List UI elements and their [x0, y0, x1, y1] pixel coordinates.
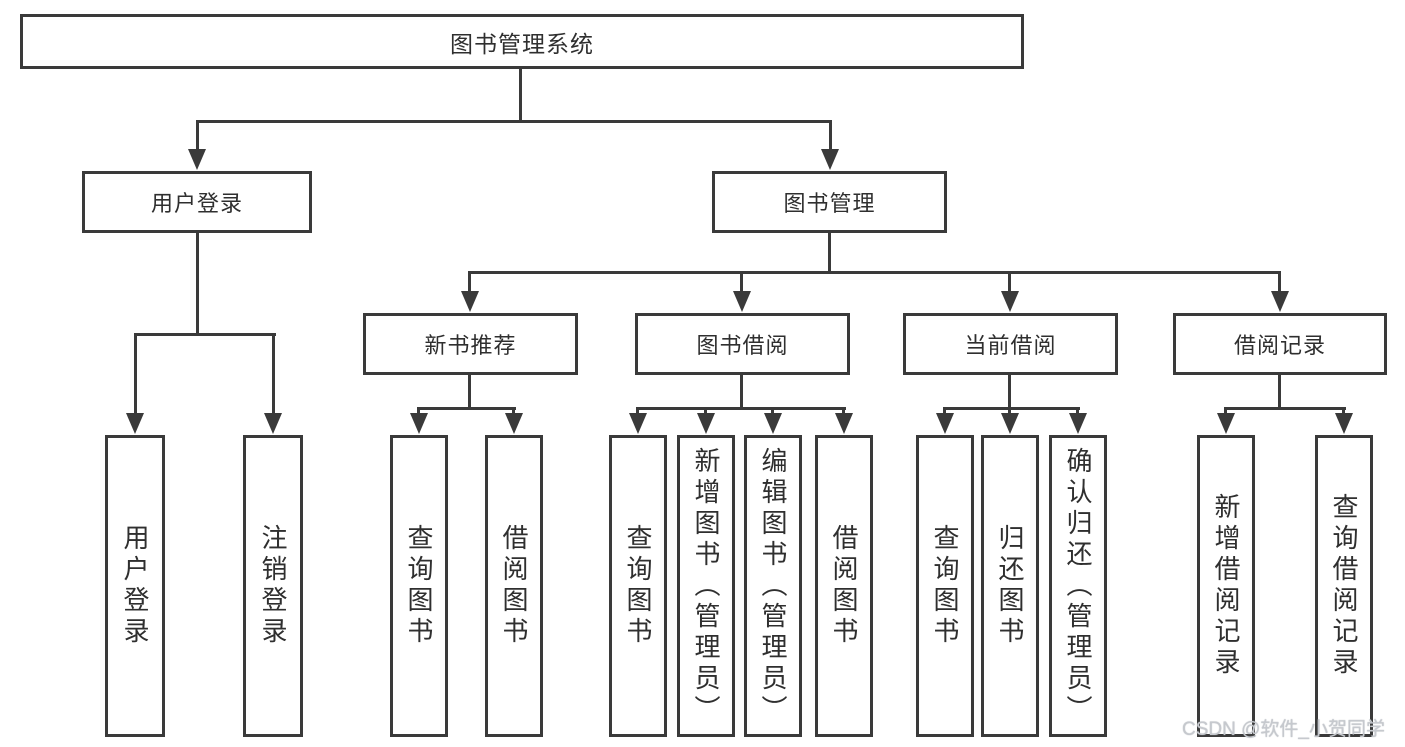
arrowhead-icon: [697, 413, 715, 434]
leaf-edit-books-admin: 编辑图书（管理员）: [744, 435, 802, 737]
arrowhead-icon: [410, 413, 428, 434]
arrowhead-icon: [264, 413, 282, 434]
connector-line: [468, 271, 1281, 274]
connector-line: [1008, 409, 1011, 414]
arrowhead-icon: [126, 413, 144, 434]
leaf-confirm-return-admin: 确认归还（管理员）: [1049, 435, 1107, 737]
connector-line: [196, 233, 199, 336]
arrowhead-icon: [936, 413, 954, 434]
connector-line: [468, 375, 471, 410]
connector-line: [1224, 409, 1227, 414]
leaf-borrow-books-borrowing: 借阅图书: [815, 435, 873, 737]
connector-line: [828, 233, 831, 274]
connector-line: [1008, 375, 1011, 410]
connector-line: [196, 120, 832, 123]
connector-line: [740, 273, 743, 292]
connector-line: [512, 409, 515, 414]
connector-line: [1224, 407, 1346, 410]
arrowhead-icon: [1271, 291, 1289, 312]
arrowhead-icon: [505, 413, 523, 434]
csdn-watermark: CSDN @软件_小贺同学: [1182, 719, 1385, 740]
connector-line: [704, 409, 707, 414]
connector-line: [1278, 273, 1281, 292]
connector-line: [771, 409, 774, 414]
leaf-logout: 注销登录: [243, 435, 303, 737]
node-user-login: 用户登录: [82, 171, 312, 233]
connector-line: [943, 407, 1080, 410]
connector-line: [468, 273, 471, 292]
arrowhead-icon: [188, 149, 206, 170]
leaf-query-books-recommend: 查询图书: [390, 435, 448, 737]
leaf-add-books-admin: 新增图书（管理员）: [677, 435, 735, 737]
connector-line: [1008, 273, 1011, 292]
connector-line: [134, 333, 276, 336]
node-borrowing-records: 借阅记录: [1173, 313, 1387, 375]
connector-line: [1278, 375, 1281, 410]
connector-line: [134, 335, 137, 414]
arrowhead-icon: [1069, 413, 1087, 434]
connector-line: [943, 409, 946, 414]
leaf-query-books-borrowing: 查询图书: [609, 435, 667, 737]
connector-line: [1076, 409, 1079, 414]
connector-line: [740, 375, 743, 410]
node-book-management: 图书管理: [712, 171, 947, 233]
connector-line: [519, 68, 522, 123]
node-new-book-recommendation: 新书推荐: [363, 313, 578, 375]
arrowhead-icon: [1001, 413, 1019, 434]
connector-line: [636, 407, 846, 410]
leaf-add-borrow-record: 新增借阅记录: [1197, 435, 1255, 737]
node-library-management-system: 图书管理系统: [20, 14, 1024, 69]
leaf-query-borrow-record: 查询借阅记录: [1315, 435, 1373, 737]
leaf-borrow-books-recommend: 借阅图书: [485, 435, 543, 737]
arrowhead-icon: [629, 413, 647, 434]
connector-line: [842, 409, 845, 414]
arrowhead-icon: [764, 413, 782, 434]
arrowhead-icon: [733, 291, 751, 312]
leaf-query-books-current: 查询图书: [916, 435, 974, 737]
connector-line: [1342, 409, 1345, 414]
arrowhead-icon: [461, 291, 479, 312]
arrowhead-icon: [835, 413, 853, 434]
leaf-return-books: 归还图书: [981, 435, 1039, 737]
arrowhead-icon: [1001, 291, 1019, 312]
node-current-borrowing: 当前借阅: [903, 313, 1118, 375]
connector-line: [417, 409, 420, 414]
arrowhead-icon: [1217, 413, 1235, 434]
connector-line: [196, 122, 199, 151]
connector-line: [636, 409, 639, 414]
connector-line: [417, 407, 516, 410]
connector-line: [272, 335, 275, 414]
node-book-borrowing: 图书借阅: [635, 313, 850, 375]
arrowhead-icon: [821, 149, 839, 170]
leaf-user-login: 用户登录: [105, 435, 165, 737]
arrowhead-icon: [1335, 413, 1353, 434]
connector-line: [829, 122, 832, 151]
